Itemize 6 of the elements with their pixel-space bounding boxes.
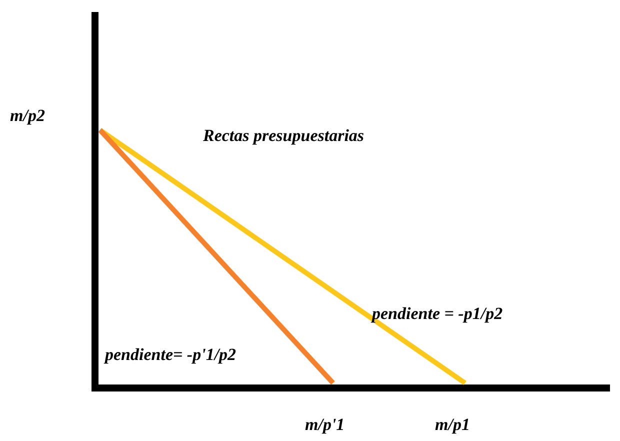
axis-label: m/p'1 (305, 416, 345, 433)
slope-label: pendiente = -p1/p2 (372, 305, 503, 322)
slope-label: pendiente= -p'1/p2 (105, 346, 236, 363)
axis-label: m/p1 (435, 416, 470, 433)
axis-label: m/p2 (10, 107, 45, 124)
chart-title: Rectas presupuestarias (203, 127, 364, 144)
